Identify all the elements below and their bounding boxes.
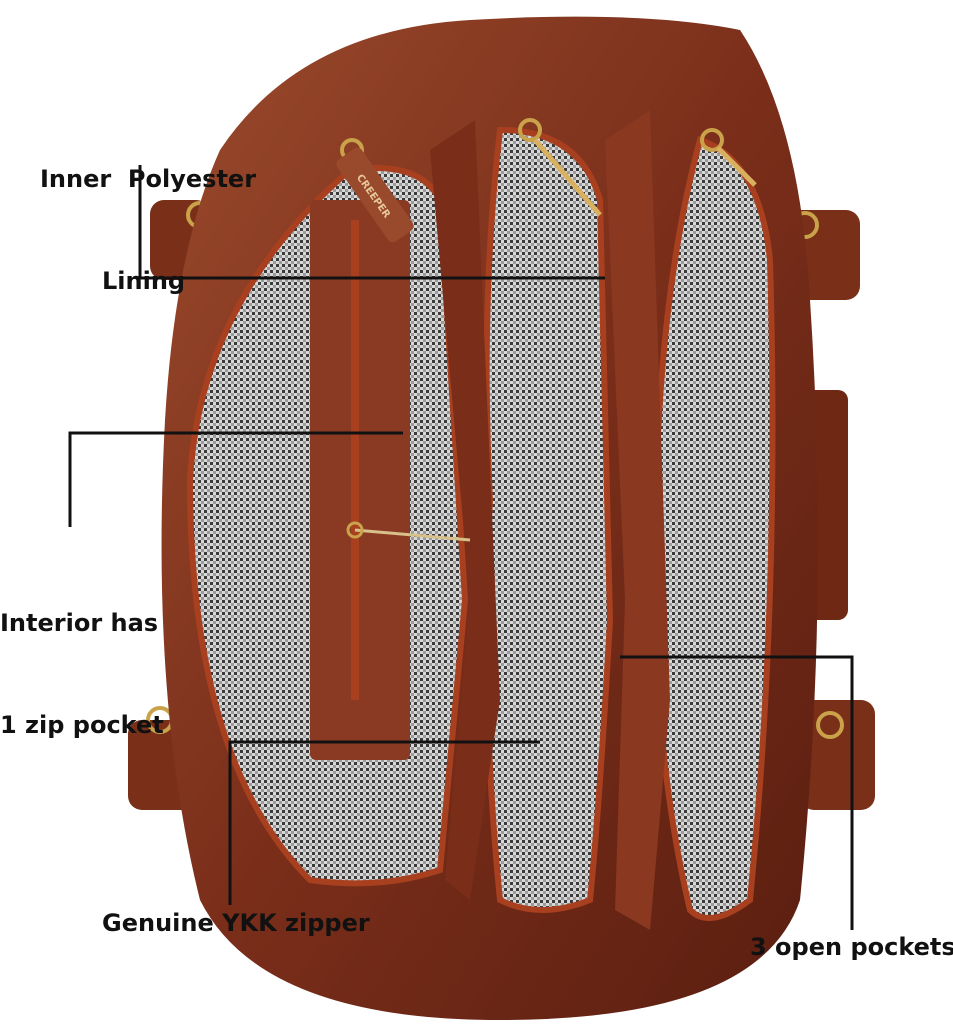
leader-lining xyxy=(138,165,605,280)
label-open-pockets: 3 open pockets xyxy=(750,933,953,961)
zipper-pull-right xyxy=(700,128,757,187)
lining-compartment-3 xyxy=(651,136,776,921)
divider-panel-2 xyxy=(605,110,670,930)
label-ykk-zipper: Genuine YKK zipper xyxy=(102,909,370,937)
label-zip-line1: Interior has xyxy=(0,609,159,637)
leader-ykk xyxy=(228,740,540,905)
zipper-pull-middle xyxy=(518,118,602,217)
leader-zip-pocket xyxy=(68,431,403,527)
strap-tab-right-bottom xyxy=(800,700,875,810)
annotation-lines xyxy=(68,165,854,930)
leader-open-pockets xyxy=(620,655,854,930)
label-zip-line2: 1 zip pocket xyxy=(0,711,164,739)
label-zip-pocket: Interior has 1 zip pocket xyxy=(0,538,164,776)
label-lining-line1: Inner Polyester xyxy=(40,165,257,193)
interior-zip-pocket xyxy=(310,200,471,760)
label-lining-line2: Lining xyxy=(102,267,186,295)
label-inner-lining: Inner Polyester Lining xyxy=(40,94,256,332)
lining-compartment-2 xyxy=(483,126,614,913)
divider-panel-1 xyxy=(430,120,500,900)
